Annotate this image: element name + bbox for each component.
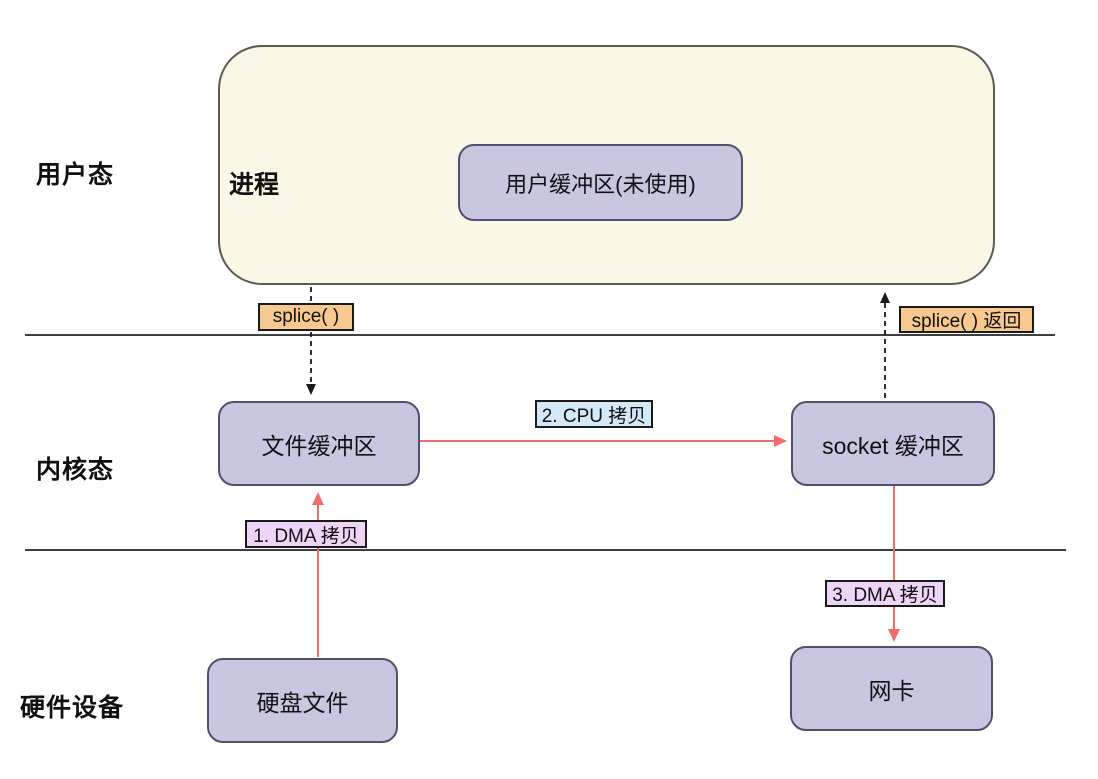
layer-label-user-mode: 用户态 <box>36 161 115 189</box>
disk-file-label: 硬盘文件 <box>256 689 349 716</box>
process-label: 进程 <box>229 171 280 199</box>
splice-return-badge: splice( ) 返回 <box>899 306 1034 333</box>
file-buffer-box: 文件缓冲区 <box>218 401 420 486</box>
socket-buffer-label: socket 缓冲区 <box>822 432 964 459</box>
file-buffer-label: 文件缓冲区 <box>261 432 377 459</box>
separator-user-kernel <box>25 334 1055 336</box>
user-buffer-label: 用户缓冲区(未使用) <box>505 171 696 197</box>
nic-box: 网卡 <box>790 646 993 731</box>
dma-copy-3-badge: 3. DMA 拷贝 <box>825 580 945 607</box>
disk-file-box: 硬盘文件 <box>207 658 398 743</box>
dma-copy-1-badge: 1. DMA 拷贝 <box>245 520 367 548</box>
socket-buffer-box: socket 缓冲区 <box>791 401 995 486</box>
process-box: 进程 用户缓冲区(未使用) <box>218 45 995 285</box>
splice-call-badge: splice( ) <box>258 303 354 331</box>
user-buffer-box: 用户缓冲区(未使用) <box>458 144 743 221</box>
layer-label-kernel-mode: 内核态 <box>36 456 115 484</box>
layer-label-hardware-devices: 硬件设备 <box>20 694 125 722</box>
separator-kernel-hardware <box>25 549 1066 551</box>
cpu-copy-badge: 2. CPU 拷贝 <box>535 400 653 428</box>
nic-label: 网卡 <box>868 677 915 704</box>
